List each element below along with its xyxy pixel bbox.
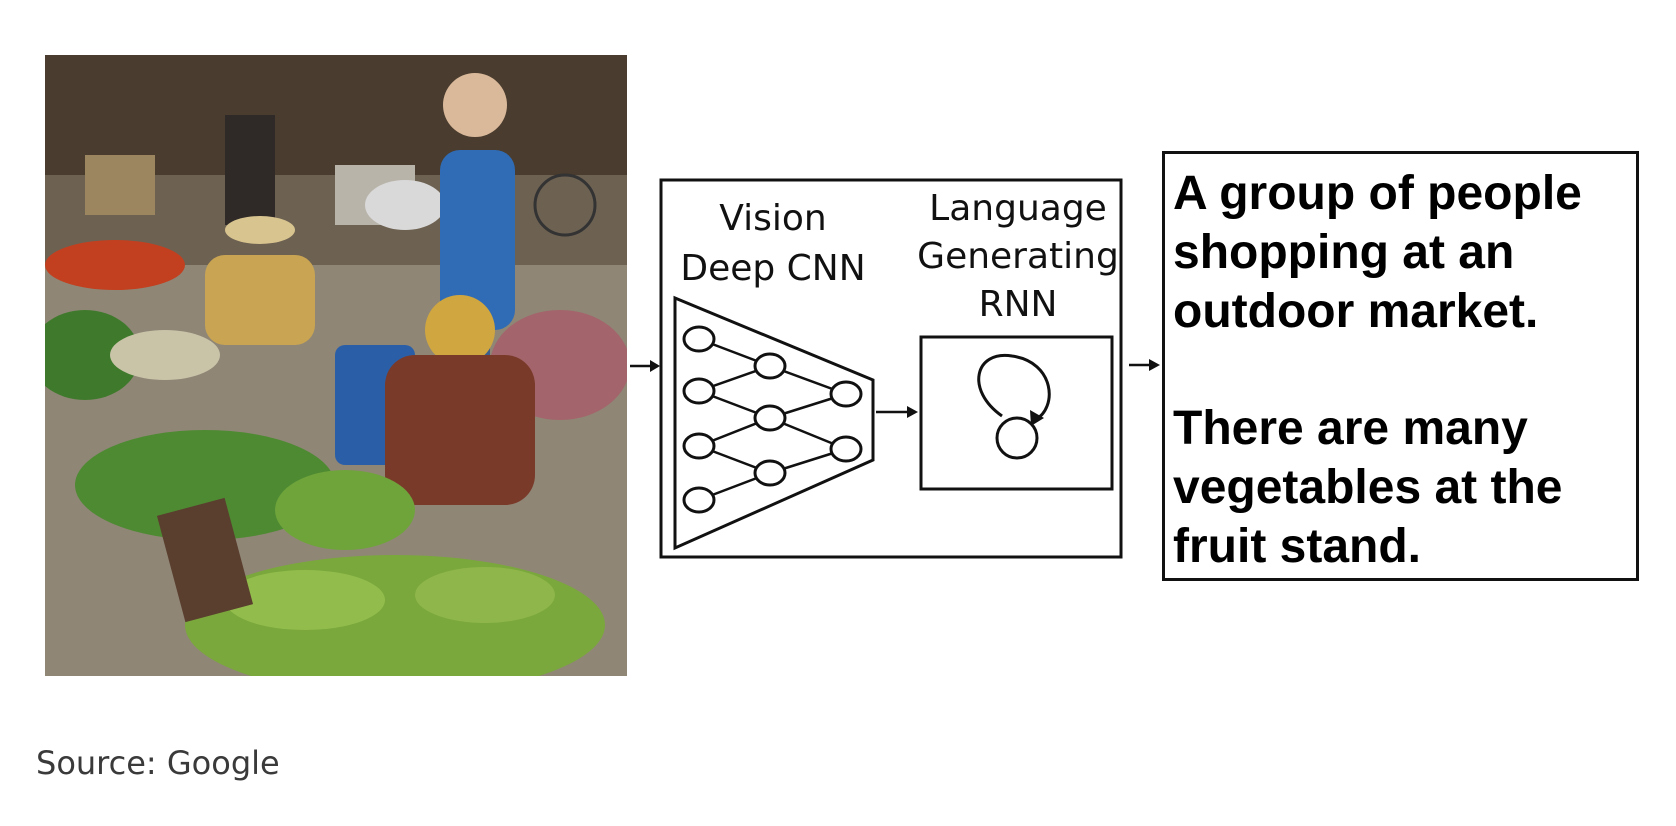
rnn-box — [919, 335, 1114, 491]
recurrent-arrowhead — [1030, 410, 1044, 426]
recurrent-loop — [977, 353, 1051, 422]
rnn-node — [995, 416, 1039, 460]
cnn-node — [682, 432, 716, 460]
caption-text-2: There are many vegetables at the fruit s… — [1173, 402, 1563, 573]
caption-text-1: A group of people shopping at an outdoor… — [1173, 167, 1582, 338]
source-credit: Source: Google — [36, 744, 280, 782]
vision-label-line1: Vision — [719, 198, 826, 239]
arrow-cnn-to-rnn — [876, 406, 918, 418]
vision-label-line2: Deep CNN — [680, 248, 865, 289]
cnn-node — [682, 486, 716, 514]
cnn-node — [753, 459, 787, 487]
arrow-image-to-model — [630, 360, 660, 372]
language-label-line2: Generating — [917, 236, 1119, 277]
cnn-node — [753, 404, 787, 432]
market-photo — [45, 55, 627, 676]
market-photo-illustration — [45, 55, 627, 676]
cnn-node — [753, 352, 787, 380]
cnn-node — [682, 325, 716, 353]
cnn-node — [682, 377, 716, 405]
arrow-model-to-caption — [1129, 359, 1160, 371]
caption-output-box: A group of people shopping at an outdoor… — [1162, 151, 1639, 581]
language-label-line3: RNN — [979, 284, 1058, 325]
cnn-node — [829, 380, 863, 408]
language-label-line1: Language — [929, 188, 1107, 229]
cnn-node — [829, 435, 863, 463]
